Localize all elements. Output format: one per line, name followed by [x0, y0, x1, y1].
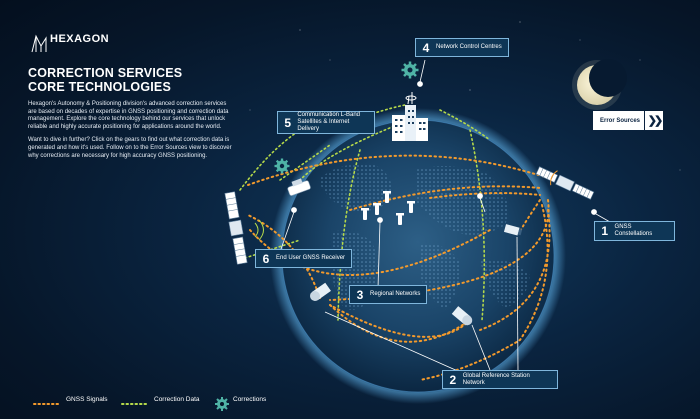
- moon: [572, 59, 627, 110]
- intro-text: Hexagon's Autonomy & Positioning divisio…: [28, 101, 233, 166]
- lband-satellite: [224, 191, 248, 265]
- legend-gnss: GNSS Signals: [66, 396, 108, 403]
- label-text: Communication L-Band Satellites & Intern…: [297, 112, 361, 132]
- label-number: 5: [284, 115, 291, 130]
- legend-gnss-label: GNSS Signals: [66, 396, 108, 403]
- label-number: 3: [356, 287, 364, 302]
- brand-name: HEXAGON: [50, 33, 110, 45]
- label-number: 1: [601, 224, 609, 238]
- legend-correction: Correction Data: [154, 396, 200, 403]
- page-title: CORRECTION SERVICES CORE TECHNOLOGIES: [28, 66, 182, 94]
- error-sources-button[interactable]: Error Sources ❯❯: [593, 111, 663, 130]
- network-control-building: [392, 92, 428, 141]
- globe: [270, 108, 566, 404]
- stars: [249, 21, 681, 171]
- double-chevron-right-icon: ❯❯: [644, 111, 663, 130]
- legend-corrections: Corrections: [233, 396, 266, 403]
- end-user-vehicle: [287, 178, 311, 196]
- gnss-satellite: [535, 166, 595, 200]
- label-text: Global Reference Station Network: [462, 372, 530, 386]
- legend-correction-label: Correction Data: [154, 396, 200, 403]
- label-text: Regional Networks: [370, 291, 421, 297]
- error-sources-label: Error Sources: [600, 117, 641, 124]
- label-text: Network Control Centres: [436, 44, 502, 50]
- label-text: GNSS Constellations: [614, 224, 653, 237]
- label-network-control-centres[interactable]: 4 Network Control Centres: [415, 38, 509, 57]
- label-lband-satellites[interactable]: 5 Communication L-Band Satellites & Inte…: [277, 111, 375, 134]
- label-global-reference-network[interactable]: 2 Global Reference Station Network: [442, 370, 558, 389]
- label-number: 2: [449, 372, 457, 387]
- gear-icon-legend: [215, 397, 229, 411]
- gear-icon-lband[interactable]: [274, 158, 290, 174]
- label-gnss-constellations[interactable]: 1 GNSS Constellations: [594, 221, 675, 241]
- reference-antennas: [310, 224, 523, 326]
- label-regional-networks[interactable]: 3 Regional Networks: [349, 285, 427, 304]
- label-text: End User GNSS Receiver: [276, 255, 346, 261]
- legend-corrections-label: Corrections: [233, 396, 267, 403]
- gear-icon-network[interactable]: [401, 61, 419, 79]
- signal-waves: [254, 219, 264, 241]
- intro-paragraph-1: Hexagon's Autonomy & Positioning divisio…: [28, 101, 229, 130]
- title-line-2: CORE TECHNOLOGIES: [28, 80, 171, 94]
- label-end-user-receiver[interactable]: 6 End User GNSS Receiver: [255, 249, 352, 268]
- regional-stations: [361, 191, 415, 225]
- intro-paragraph-2: Want to dive in further? Click on the ge…: [28, 137, 232, 159]
- brand-logo: HEXAGON: [50, 33, 109, 45]
- label-number: 6: [262, 251, 270, 266]
- label-number: 4: [422, 40, 430, 55]
- title-line-1: CORRECTION SERVICES: [28, 66, 183, 80]
- hexagon-logo-icon: [31, 34, 47, 53]
